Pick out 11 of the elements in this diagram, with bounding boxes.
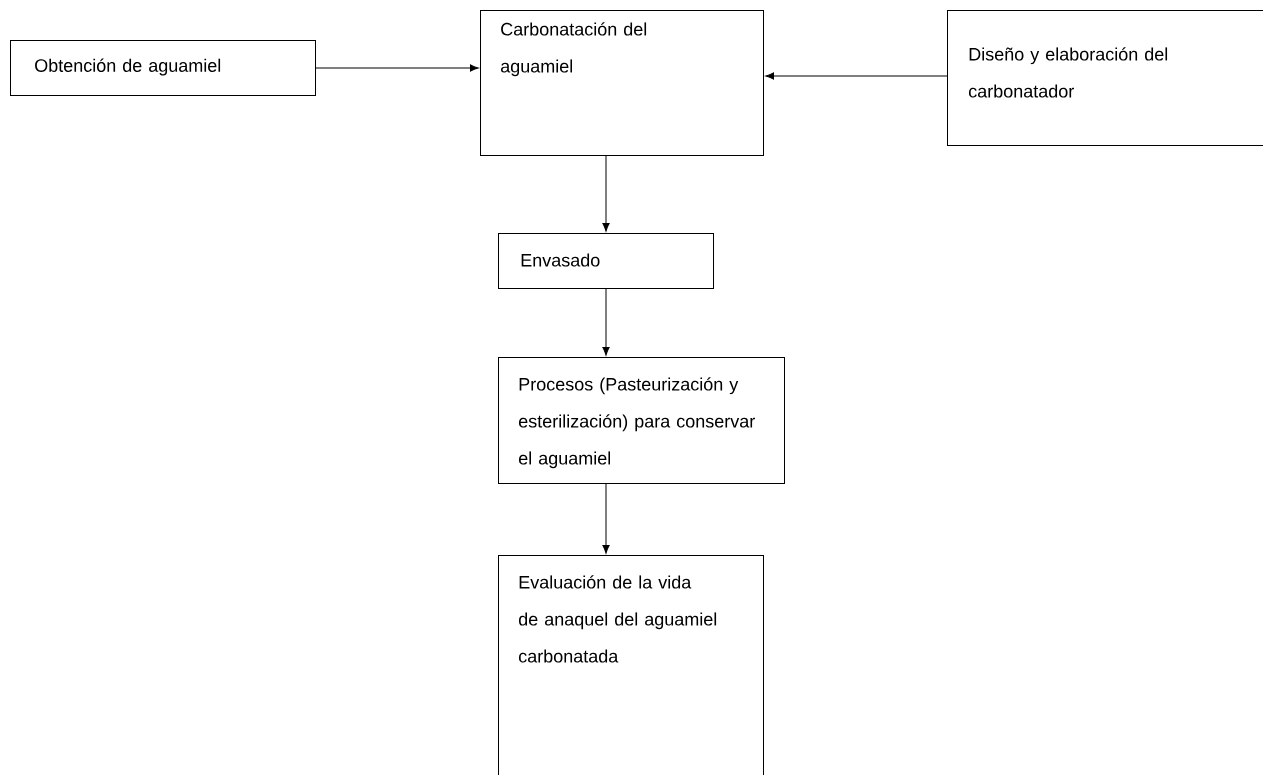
arrow (765, 72, 948, 80)
arrow (602, 483, 610, 554)
process-box: Obtención de aguamiel (10, 40, 316, 96)
process-box: Diseño y elaboración del carbonatador (947, 10, 1263, 146)
arrow (602, 288, 610, 356)
process-box: Envasado (498, 233, 714, 289)
process-box: Evaluación de la vida de anaquel del aguamiel carbonatada (498, 555, 764, 775)
process-box: Carbonatación del aguamiel (480, 10, 764, 156)
process-box: Procesos (Pasteurización y esterilización) para conservar el aguamiel (498, 357, 785, 484)
arrow (315, 64, 479, 72)
arrow (602, 155, 610, 232)
